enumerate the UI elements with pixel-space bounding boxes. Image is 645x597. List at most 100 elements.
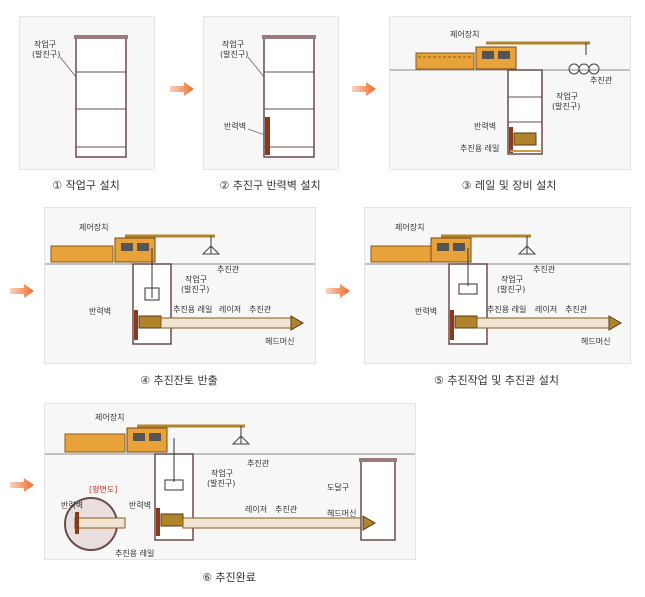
step-6-caption: ⑥ 추진완료 xyxy=(202,571,256,584)
pipe-line xyxy=(160,317,292,329)
label-control: 제어장치 xyxy=(79,222,108,232)
head-machine xyxy=(362,515,376,531)
label-rail: 추진용 레일 xyxy=(460,143,499,153)
arrow-right-icon xyxy=(326,284,350,298)
label-laser: 레이저 xyxy=(219,304,241,314)
reaction-wall xyxy=(509,127,513,153)
leader-line xyxy=(59,56,77,78)
lifting-hook xyxy=(517,245,537,255)
pipe-line xyxy=(476,317,610,329)
label-pipe2: 추진관 xyxy=(565,304,588,314)
label-control: 제어장치 xyxy=(395,222,424,232)
label-laser: 레이저 xyxy=(245,504,267,514)
head-machine xyxy=(290,315,304,331)
label-shaft: 작업구(발진구) xyxy=(181,274,209,294)
label-pipe2: 추진관 xyxy=(275,504,298,514)
label-head: 헤드머신 xyxy=(581,337,610,346)
step-1-caption: ① 작업구 설치 xyxy=(52,179,120,192)
pipe xyxy=(568,63,580,75)
step-2-diagram: 작업구(발진구) 반력벽 xyxy=(220,35,316,158)
plan-reaction-wall xyxy=(75,512,79,534)
jack-machine xyxy=(138,315,162,329)
label-control: 제어장치 xyxy=(450,29,479,39)
reaction-wall xyxy=(156,508,160,536)
step-4-diagram: 제어장치 추진관 작업구(발진구) 반력벽 추진용 레일 레이저 추진관 헤드머… xyxy=(45,222,315,346)
arrow-right-icon xyxy=(10,478,34,492)
reaction-wall xyxy=(450,310,454,340)
label-control: 제어장치 xyxy=(95,412,124,422)
pipe xyxy=(588,63,600,75)
step-6-diagram: 제어장치 추진관 작업구(발진구) [평면도] 반력벽 반력벽 추진용 레일 레… xyxy=(45,412,415,558)
label-reaction-wall: 반력벽 xyxy=(129,500,151,510)
reaction-wall xyxy=(134,310,138,340)
soil-hopper xyxy=(370,245,432,263)
label-pipe: 추진관 xyxy=(247,458,270,468)
label-reaction-wall-plan: 반력벽 xyxy=(61,500,83,510)
label-shaft: 작업구(발진구) xyxy=(497,274,525,294)
head-machine xyxy=(608,315,622,331)
jack-machine xyxy=(513,132,537,146)
soil-hopper xyxy=(64,433,126,453)
step-6-panel: 제어장치 추진관 작업구(발진구) [평면도] 반력벽 반력벽 추진용 레일 레… xyxy=(44,403,416,560)
step-4-panel: 제어장치 추진관 작업구(발진구) 반력벽 추진용 레일 레이저 추진관 헤드머… xyxy=(44,207,316,364)
control-panel xyxy=(482,51,494,59)
label-shaft: 작업구(발진구) xyxy=(32,39,60,59)
label-reaction-wall: 반력벽 xyxy=(415,306,437,316)
shaft-rim xyxy=(262,35,316,39)
step-3-caption: ③ 레일 및 장비 설치 xyxy=(461,179,557,192)
step-4-caption: ④ 추진잔토 반출 xyxy=(140,374,218,387)
arrow-right-icon xyxy=(352,82,376,96)
jack-machine xyxy=(160,513,184,527)
step-3-diagram: 제어장치 추진관 작업구(발진구) 반력벽 추진용 레일 xyxy=(390,29,630,155)
soil-bucket xyxy=(144,287,160,301)
step-3-panel: 제어장치 추진관 작업구(발진구) 반력벽 추진용 레일 xyxy=(389,16,631,170)
control-panel xyxy=(133,433,145,441)
control-panel xyxy=(137,243,149,251)
control-panel xyxy=(498,51,510,59)
label-head: 헤드머신 xyxy=(265,337,294,346)
pipe xyxy=(578,63,590,75)
shaft-rim xyxy=(74,35,128,39)
arrow-right-icon xyxy=(170,82,194,96)
label-shaft: 작업구(발진구) xyxy=(552,91,580,111)
hanging-pipe xyxy=(164,479,184,491)
lifting-hook xyxy=(231,435,251,445)
arrow-right-icon xyxy=(10,284,34,298)
reaction-wall xyxy=(265,117,270,155)
label-pipe: 추진관 xyxy=(217,264,240,274)
step-5-diagram: 제어장치 추진관 작업구(발진구) 반력벽 추진용 레일 레이저 추진관 헤드머… xyxy=(365,222,630,346)
step-1-diagram: 작업구(발진구) xyxy=(32,35,128,158)
label-reaction-wall: 반력벽 xyxy=(89,306,111,316)
label-head: 헤드머신 xyxy=(327,509,356,518)
label-rail: 추진용 레일 xyxy=(487,304,526,314)
label-pipe: 추진관 xyxy=(533,264,556,274)
label-arrival: 도달구 xyxy=(327,483,349,492)
control-panel xyxy=(453,243,465,251)
label-shaft: 작업구(발진구) xyxy=(207,468,235,488)
label-reaction-wall: 반력벽 xyxy=(474,121,496,131)
arrival-rim xyxy=(359,458,397,462)
leader-line xyxy=(247,128,266,136)
control-panel xyxy=(437,243,449,251)
control-panel xyxy=(149,433,161,441)
label-pipe: 추진관 xyxy=(590,75,613,85)
step-5-caption: ⑤ 추진작업 및 추진관 설치 xyxy=(433,374,560,387)
soil-hopper xyxy=(415,52,475,70)
label-plan-view: [평면도] xyxy=(89,484,117,494)
soil-hopper xyxy=(50,245,114,263)
control-panel xyxy=(121,243,133,251)
label-rail: 추진용 레일 xyxy=(173,304,212,314)
lifting-hook xyxy=(201,245,221,255)
step-5-panel: 제어장치 추진관 작업구(발진구) 반력벽 추진용 레일 레이저 추진관 헤드머… xyxy=(364,207,631,364)
label-shaft: 작업구(발진구) xyxy=(220,39,248,59)
step-2-panel: 작업구(발진구) 반력벽 xyxy=(203,16,339,170)
label-pipe2: 추진관 xyxy=(249,304,272,314)
leader-line xyxy=(247,56,265,78)
step-2-caption: ② 추진구 반력벽 설치 xyxy=(219,179,321,192)
plan-pipe xyxy=(74,517,126,529)
jack-machine xyxy=(454,315,478,329)
hanging-pipe xyxy=(458,283,478,295)
label-reaction-wall: 반력벽 xyxy=(224,121,246,131)
label-rail: 추진용 레일 xyxy=(115,548,154,558)
shaft xyxy=(263,36,315,158)
